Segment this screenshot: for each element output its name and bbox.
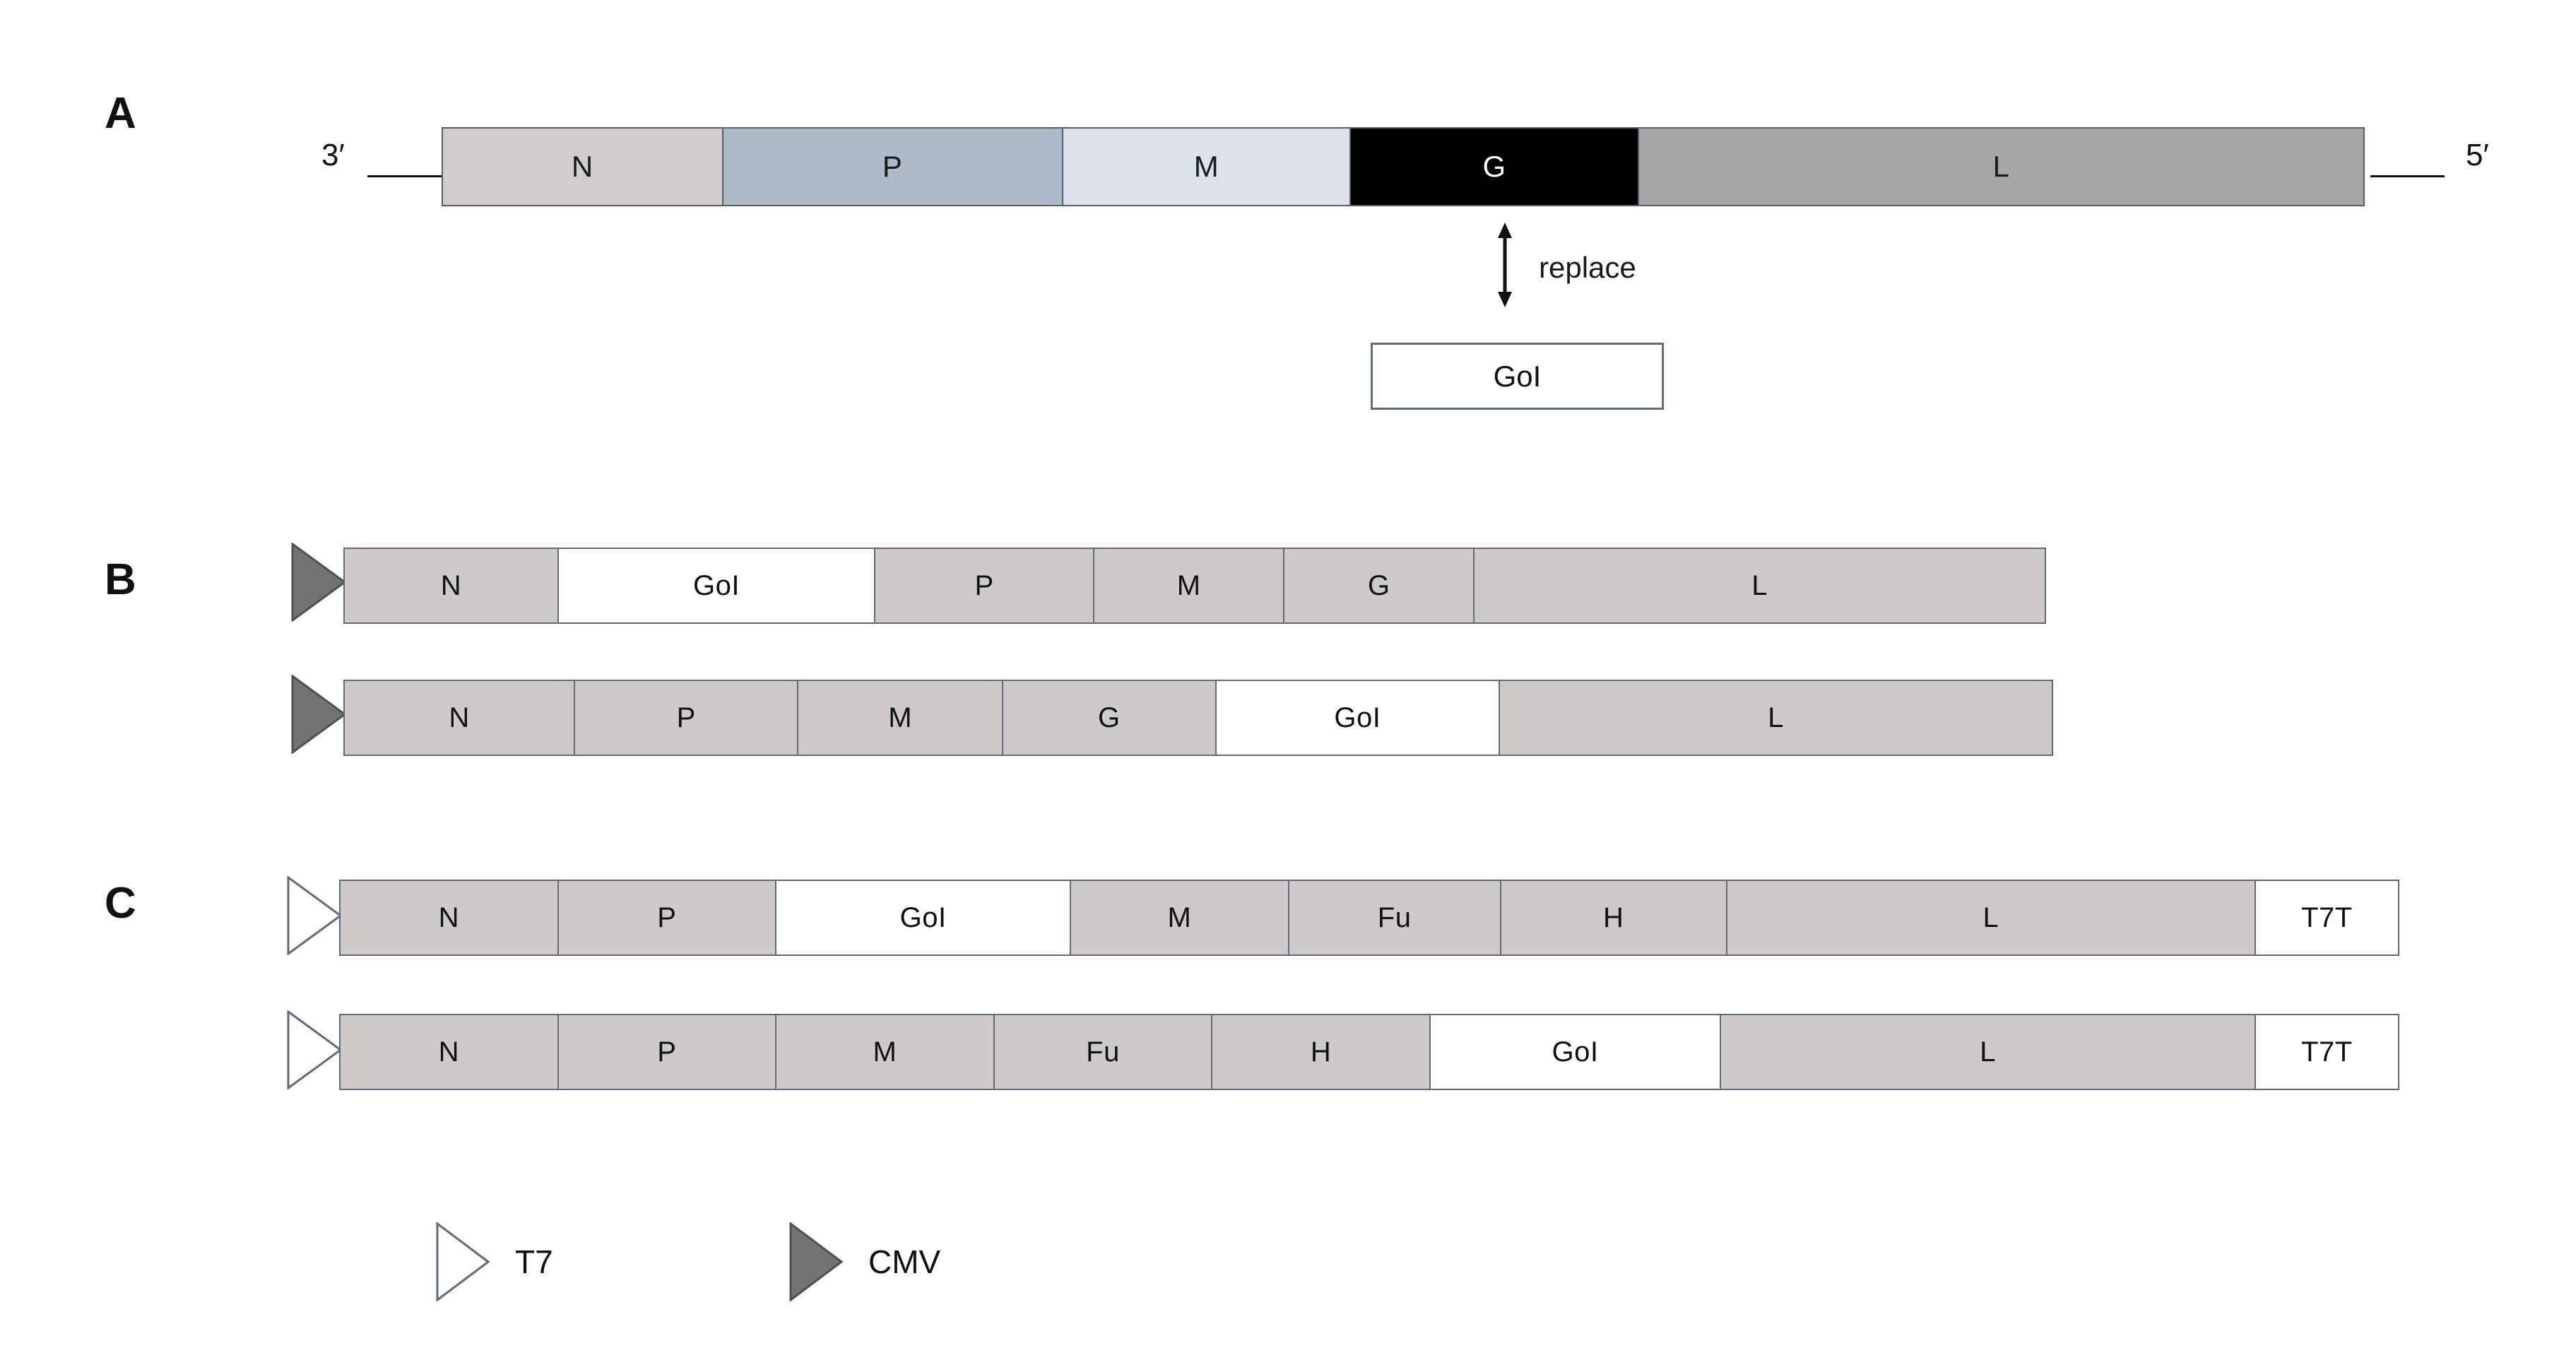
genome-leader-line-right: [2370, 175, 2445, 177]
segment-label: L: [1751, 569, 1768, 601]
genome-segment-goi: GoI: [1215, 680, 1501, 756]
legend-item-cmv: CMV: [788, 1222, 940, 1301]
replace-double-arrow-icon: [1498, 223, 1512, 307]
segment-label: P: [882, 150, 903, 183]
genome-segment-p: P: [574, 680, 799, 756]
genome-segment-l: L: [1720, 1014, 2256, 1090]
panel-label-a: A: [105, 89, 136, 138]
segment-label: GoI: [1334, 702, 1381, 733]
legend-label-cmv: CMV: [868, 1243, 941, 1280]
segment-label: N: [571, 150, 593, 183]
genome-segment-fu: Fu: [993, 1014, 1213, 1090]
genome-segment-n: N: [339, 1014, 559, 1090]
genome-end-label-5prime: 5′: [2466, 138, 2489, 172]
segment-label: H: [1310, 1036, 1332, 1068]
genome-segment-n: N: [343, 680, 576, 756]
t7-promoter-icon: [287, 876, 343, 955]
genome-segment-m: M: [797, 680, 1003, 756]
genome-segment-g: G: [1283, 548, 1475, 624]
segment-label: N: [438, 1036, 459, 1068]
genome-segment-m: M: [1070, 880, 1289, 956]
genome-segment-h: H: [1499, 880, 1727, 956]
genome-segment-n: N: [339, 880, 559, 956]
genome-segment-m: M: [1093, 548, 1285, 624]
segment-label: Fu: [1377, 901, 1412, 933]
genome-leader-line-left: [367, 175, 442, 177]
genome-segment-p: P: [557, 880, 777, 956]
construct-cmv-goi-after-n: N GoI P M G L: [343, 548, 2053, 624]
genome-segment-goi: GoI: [557, 548, 876, 624]
genome-segment-g: G: [1001, 680, 1217, 756]
segment-label: N: [449, 702, 470, 733]
cmv-promoter-icon: [291, 543, 346, 622]
segment-label: L: [1768, 702, 1784, 733]
segment-label: M: [1176, 569, 1201, 601]
legend-label-t7: T7: [515, 1243, 553, 1280]
segment-label: T7T: [2301, 1036, 2353, 1068]
segment-label: GoI: [692, 569, 740, 601]
construct-t7-goi-after-h: N P M Fu H GoI L T7T: [339, 1014, 2409, 1090]
cmv-promoter-icon: [291, 675, 346, 754]
genome-segment-m: M: [775, 1014, 995, 1090]
t7-promoter-icon: [287, 1010, 343, 1089]
segment-label: L: [1980, 1036, 1996, 1068]
segment-label: T7T: [2301, 901, 2353, 933]
segment-label: P: [657, 901, 677, 933]
segment-label: M: [1193, 150, 1219, 183]
panel-label-c: C: [105, 879, 136, 928]
segment-label: G: [1367, 569, 1390, 601]
cmv-promoter-icon: [789, 1222, 844, 1301]
genome-segment-goi: GoI: [775, 880, 1072, 956]
segment-label: P: [657, 1036, 677, 1068]
segment-label: M: [873, 1036, 897, 1068]
replace-label: replace: [1539, 251, 1636, 284]
genome-segment-t7t: T7T: [2254, 880, 2399, 956]
genome-segment-h: H: [1211, 1014, 1431, 1090]
t7-promoter-icon: [436, 1222, 490, 1301]
construct-cmv-goi-after-g: N P M G GoI L: [343, 680, 2060, 756]
segment-label: L: [1983, 901, 1999, 933]
genome-segment-n: N: [442, 127, 723, 206]
genome-segment-goi: GoI: [1429, 1014, 1722, 1090]
legend-item-t7: T7: [435, 1222, 553, 1301]
genome-segment-t7t: T7T: [2254, 1014, 2399, 1090]
genome-segment-p: P: [721, 127, 1063, 206]
genome-segment-l: L: [1473, 548, 2046, 624]
goi-insert-box: GoI: [1371, 343, 1664, 410]
segment-label: G: [1098, 702, 1121, 733]
genome-segment-fu: Fu: [1287, 880, 1501, 956]
genome-segment-l: L: [1637, 127, 2365, 206]
genome-segment-n: N: [343, 548, 559, 624]
segment-label: M: [1167, 901, 1192, 933]
segment-label: N: [440, 569, 462, 601]
genome-end-label-3prime: 3′: [321, 138, 345, 172]
segment-label: L: [1992, 150, 2010, 183]
segment-label: GoI: [1552, 1036, 1599, 1068]
genome-segment-m: M: [1061, 127, 1352, 206]
segment-label: H: [1602, 901, 1624, 933]
panel-label-b: B: [105, 555, 136, 604]
segment-label: N: [438, 901, 459, 933]
genome-segment-g: G: [1349, 127, 1639, 206]
segment-label: Fu: [1086, 1036, 1120, 1068]
segment-label: M: [888, 702, 913, 733]
segment-label: P: [676, 702, 696, 733]
genome-segment-p: P: [874, 548, 1095, 624]
construct-t7-goi-after-p: N P GoI M Fu H L T7T: [339, 880, 2409, 956]
segment-label: P: [974, 569, 994, 601]
genome-segment-l: L: [1725, 880, 2256, 956]
segment-label: GoI: [899, 901, 947, 933]
genome-segment-l: L: [1499, 680, 2053, 756]
genome-segment-p: P: [557, 1014, 777, 1090]
segment-label: G: [1482, 150, 1506, 183]
